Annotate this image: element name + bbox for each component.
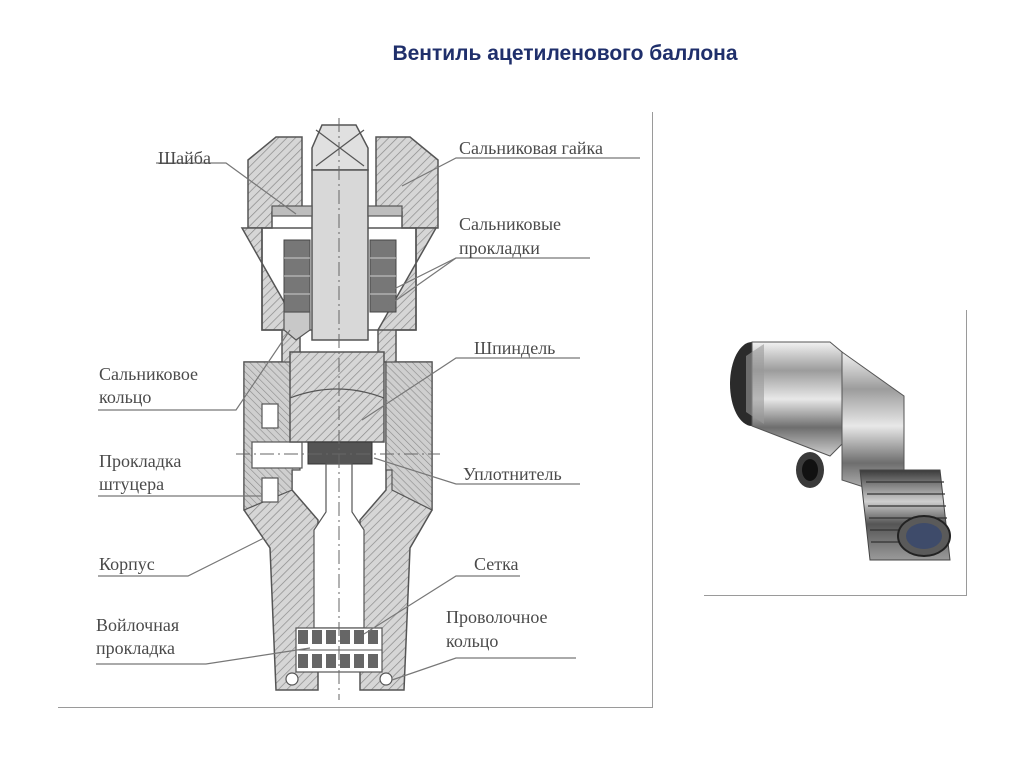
label-felt-pad-line2: прокладка: [96, 638, 175, 658]
diagram-frame-bottom: [58, 707, 653, 708]
label-gland-ring-line1: Сальниковое: [99, 364, 199, 384]
label-mesh: Сетка: [474, 554, 519, 574]
valve-photo: [730, 341, 951, 561]
label-gland-nut: Сальниковая гайка: [459, 138, 603, 158]
label-wire-ring-line2: кольцо: [446, 631, 499, 651]
gland-packings: [283, 239, 397, 313]
slide-title: Вентиль ацетиленового баллона: [392, 42, 738, 65]
leader-lines: [96, 157, 640, 681]
label-gland-packings-line1: Сальниковые: [459, 214, 562, 234]
seal: [307, 441, 373, 465]
diagram-frame-right: [652, 112, 653, 708]
gland-ring: [283, 311, 311, 341]
photo-frame-bottom: [704, 595, 967, 596]
outlet-channel: [251, 441, 303, 469]
label-outlet-gasket-line1: Прокладка: [99, 451, 182, 471]
label-washer: Шайба: [158, 148, 211, 168]
label-seal: Уплотнитель: [463, 464, 562, 484]
spindle: [289, 124, 385, 443]
wire-ring: [285, 672, 299, 686]
photo-frame-right: [966, 310, 967, 596]
label-felt-pad-line1: Войлочная: [96, 615, 180, 635]
label-gland-ring-line2: кольцо: [99, 387, 152, 407]
label-outlet-gasket-line2: штуцера: [99, 474, 165, 494]
label-gland-packings-line2: прокладки: [459, 238, 540, 258]
label-spindle: Шпиндель: [474, 338, 556, 358]
label-wire-ring-line1: Проволочное: [446, 607, 548, 627]
label-body: Корпус: [99, 554, 155, 574]
